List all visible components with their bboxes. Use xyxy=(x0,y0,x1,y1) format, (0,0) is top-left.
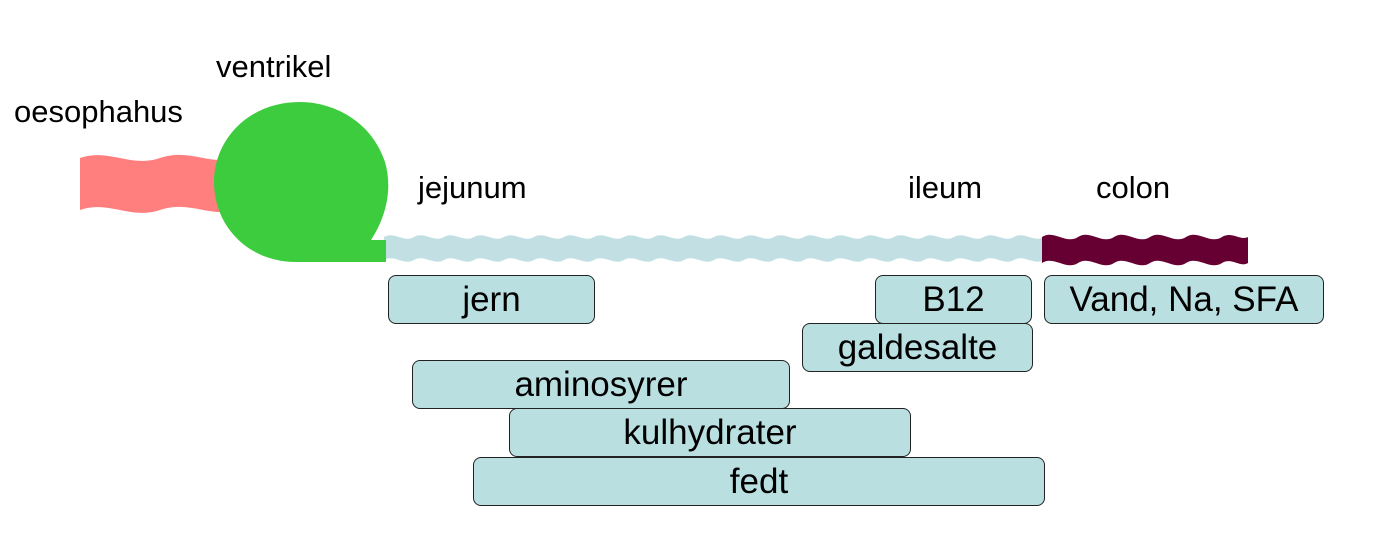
box-aminosyrer: aminosyrer xyxy=(412,360,790,409)
box-kulhydrater: kulhydrater xyxy=(509,408,911,457)
colon-label: colon xyxy=(1096,170,1171,205)
small-intestine-shape xyxy=(384,235,1044,262)
box-b12: B12 xyxy=(875,275,1032,324)
oesophagus-label: oesophahus xyxy=(14,94,183,129)
jejunum-label: jejunum xyxy=(418,170,527,205)
ileum-label: ileum xyxy=(908,170,983,205)
oesophagus-shape xyxy=(80,154,235,213)
stomach-shape xyxy=(214,102,389,262)
box-vand-na-sfa: Vand, Na, SFA xyxy=(1044,275,1324,324)
box-fedt: fedt xyxy=(473,457,1045,506)
ventricle-label: ventrikel xyxy=(216,49,332,84)
box-jern: jern xyxy=(388,275,595,324)
colon-shape xyxy=(1042,234,1248,266)
box-galdesalte: galdesalte xyxy=(802,323,1033,372)
